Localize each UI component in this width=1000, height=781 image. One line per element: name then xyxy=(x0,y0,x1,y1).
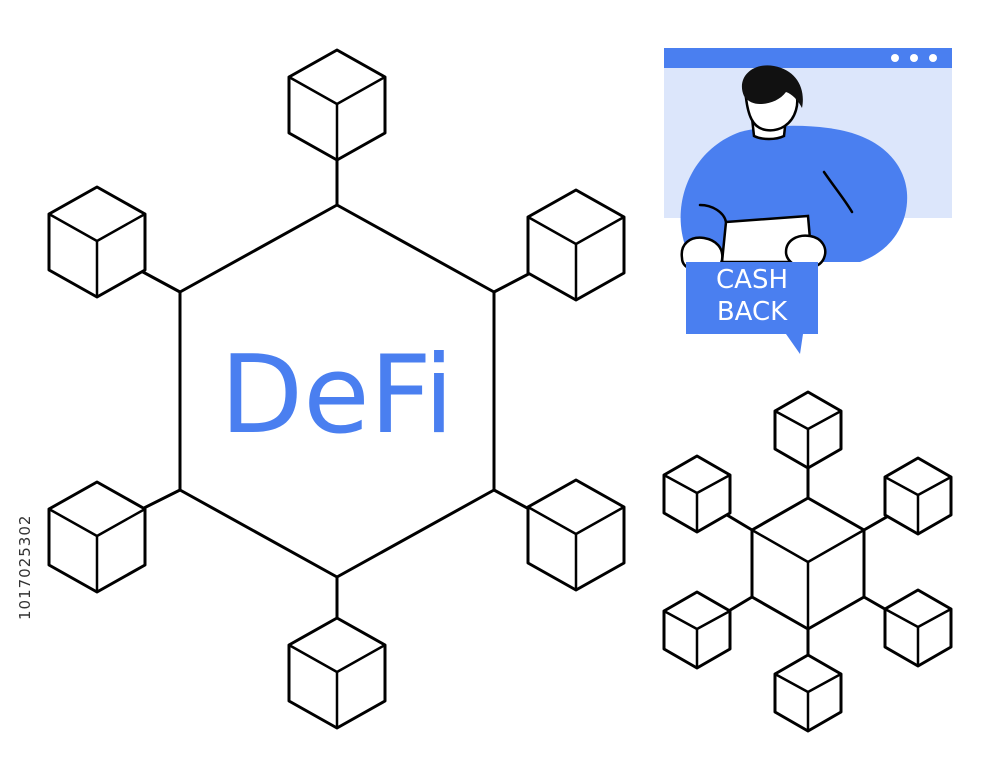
window-dot-icon xyxy=(891,54,899,62)
cashback-label-line2: BACK xyxy=(717,297,788,327)
defi-hexagon-network: DeFi xyxy=(47,48,626,730)
defi-hexagon xyxy=(178,203,496,579)
central-cube xyxy=(750,496,866,631)
defi-label: DeFi xyxy=(220,333,454,458)
browser-title-bar xyxy=(664,48,952,68)
cube-icon xyxy=(526,478,626,592)
cube-icon xyxy=(287,616,387,730)
cube-icon xyxy=(662,590,732,670)
window-dot-icon xyxy=(910,54,918,62)
cube-icon xyxy=(883,456,953,536)
cube-icon xyxy=(773,390,843,470)
cube-network xyxy=(662,390,953,733)
window-dot-icon xyxy=(929,54,937,62)
cashback-label-line1: CASH xyxy=(716,265,788,295)
stock-id: 1017025302 xyxy=(16,515,34,620)
cashback-scene: CASH BACK xyxy=(664,48,952,354)
cube-icon xyxy=(47,480,147,594)
cube-icon xyxy=(883,588,953,668)
cube-icon xyxy=(287,48,387,162)
cube-icon xyxy=(47,185,147,299)
cube-icon xyxy=(662,454,732,534)
cube-icon xyxy=(526,188,626,302)
cashback-speech-bubble: CASH BACK xyxy=(686,262,818,354)
cube-icon xyxy=(773,653,843,733)
person-holding-sign xyxy=(680,65,908,272)
